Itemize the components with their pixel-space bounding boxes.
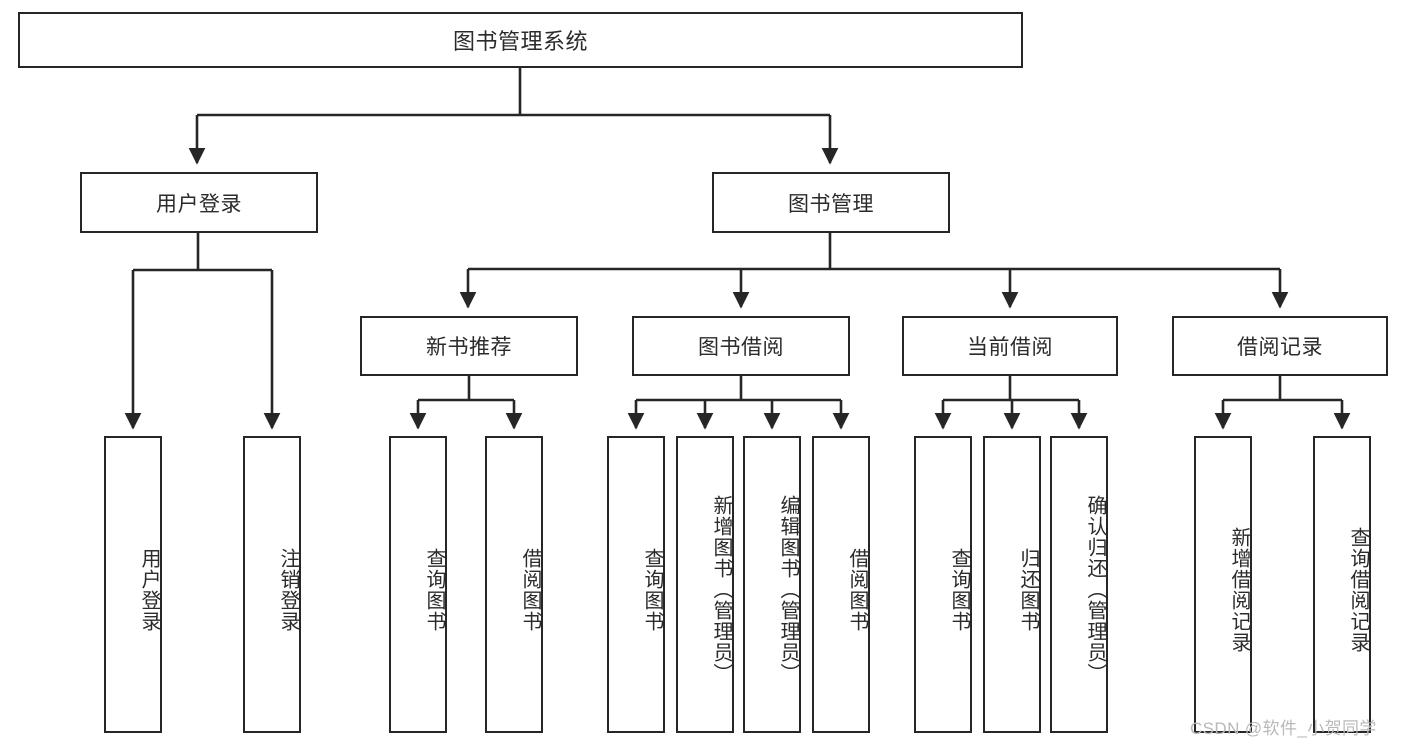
node-book-management[interactable]: 图书管理	[712, 172, 950, 233]
leaf-add-record[interactable]: 新增借阅记录	[1194, 436, 1252, 733]
node-borrow-record[interactable]: 借阅记录	[1172, 316, 1388, 376]
leaf-add-book[interactable]: 新增图书（管理员）	[676, 436, 734, 733]
leaf-confirm-return[interactable]: 确认归还（管理员）	[1050, 436, 1108, 733]
leaf-edit-book[interactable]: 编辑图书（管理员）	[743, 436, 801, 733]
leaf-user-login[interactable]: 用户登录	[104, 436, 162, 733]
node-new-book-recommend[interactable]: 新书推荐	[360, 316, 578, 376]
leaf-borrow-book-1[interactable]: 借阅图书	[485, 436, 543, 733]
leaf-query-book-3[interactable]: 查询图书	[914, 436, 972, 733]
node-user-login[interactable]: 用户登录	[80, 172, 318, 233]
leaf-query-book-2[interactable]: 查询图书	[607, 436, 665, 733]
leaf-query-book-1[interactable]: 查询图书	[389, 436, 447, 733]
node-book-borrow[interactable]: 图书借阅	[632, 316, 850, 376]
leaf-query-record[interactable]: 查询借阅记录	[1313, 436, 1371, 733]
leaf-borrow-book-2[interactable]: 借阅图书	[812, 436, 870, 733]
node-current-borrow[interactable]: 当前借阅	[902, 316, 1118, 376]
leaf-user-logout[interactable]: 注销登录	[243, 436, 301, 733]
node-root[interactable]: 图书管理系统	[18, 12, 1023, 68]
leaf-return-book[interactable]: 归还图书	[983, 436, 1041, 733]
watermark-credit: CSDN @软件_小贺同学	[1190, 719, 1377, 738]
